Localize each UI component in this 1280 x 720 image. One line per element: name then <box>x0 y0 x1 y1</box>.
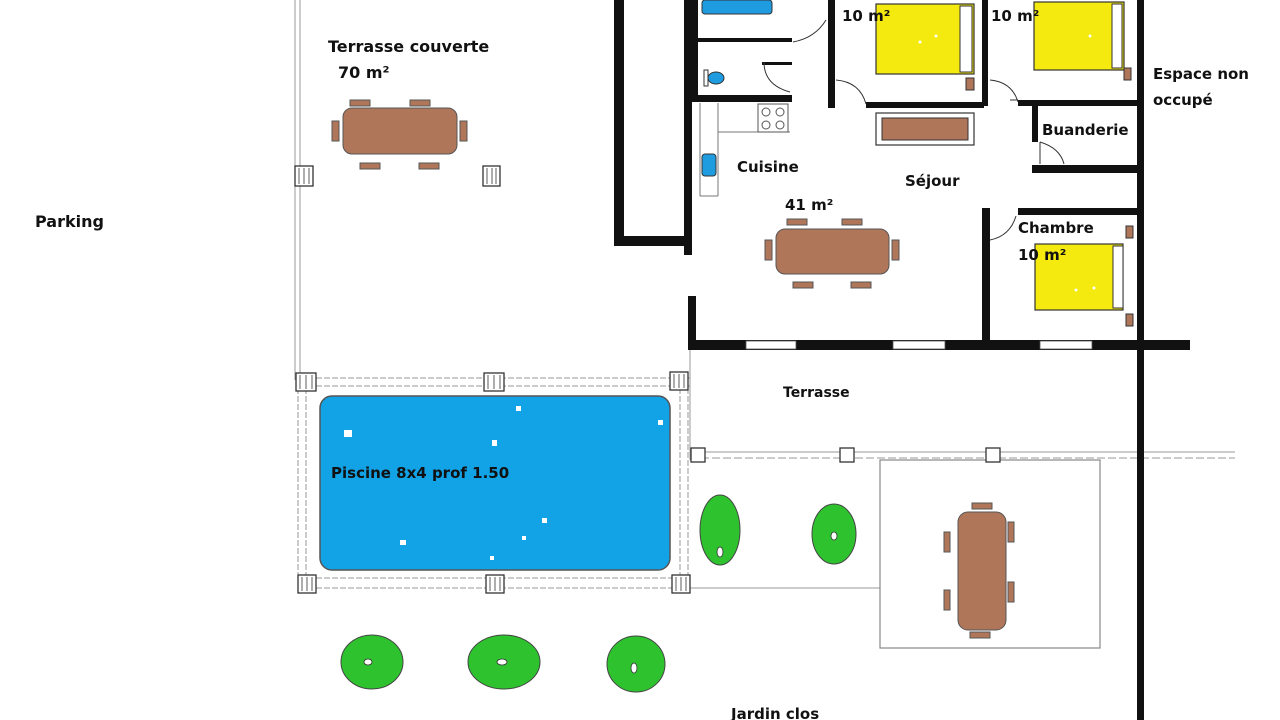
tree-trunks <box>363 531 838 674</box>
parking-label: Parking <box>35 212 104 231</box>
pool-label: Piscine 8x4 prof 1.50 <box>331 464 510 482</box>
sofa <box>875 112 975 146</box>
bedroom-2-area: 10 m² <box>991 7 1040 25</box>
unoccupied-space-label-line1: Espace non <box>1153 65 1249 83</box>
toilet <box>707 71 725 85</box>
thin-partitions <box>699 103 790 197</box>
garden-dining-set <box>943 502 1015 639</box>
living-room-label: Séjour <box>905 172 960 190</box>
garden-edge-lines <box>689 350 1235 589</box>
enclosed-garden-label: Jardin clos <box>731 705 820 720</box>
cooktop <box>757 103 789 133</box>
toilet-tank <box>703 69 709 87</box>
unoccupied-space-label-line2: occupé <box>1153 91 1213 109</box>
kitchen-sink <box>701 153 717 177</box>
south-windows <box>745 340 1093 350</box>
covered-terrace-label: Terrasse couverte <box>328 37 490 56</box>
interior-walls <box>692 0 1142 344</box>
kitchen-label: Cuisine <box>737 158 799 176</box>
living-room-area: 41 m² <box>785 196 834 214</box>
bed-bedroom-3 <box>1034 225 1134 327</box>
post-hatching <box>298 168 687 591</box>
bedroom-3-area: 10 m² <box>1018 246 1067 264</box>
sejour-dining-set <box>764 218 900 289</box>
covered-terrace-outline <box>294 0 301 380</box>
bedroom-1-area: 10 m² <box>842 7 891 25</box>
laundry-label: Buanderie <box>1042 121 1129 139</box>
swimming-pool <box>319 395 671 571</box>
bedroom-3-label: Chambre <box>1018 219 1094 237</box>
bed-bedroom-1 <box>875 3 975 91</box>
pool-speckles <box>344 406 663 560</box>
bathtub <box>701 0 773 15</box>
terrace-dining-set <box>331 99 468 170</box>
terrace-label: Terrasse <box>783 385 850 401</box>
bed-bedroom-2 <box>1033 1 1132 81</box>
door-swings <box>763 19 1065 241</box>
covered-terrace-area: 70 m² <box>338 63 390 82</box>
